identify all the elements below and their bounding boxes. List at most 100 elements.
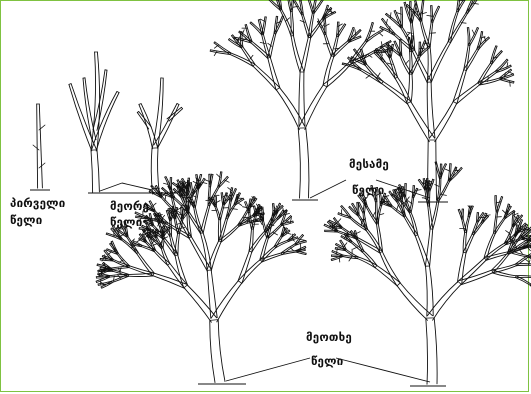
tree-year2-b-branch-tip: [137, 112, 138, 113]
tree-year4-a-branch-tip: [282, 205, 283, 206]
label-year3-line1: მესამე: [349, 158, 389, 171]
tree-year4-b-branch-bud: [397, 205, 399, 210]
tree-year4-b-branch-tip: [521, 220, 522, 221]
tree-year3-b-branch-edge: [470, 28, 479, 46]
tree-year4-a-branch-tip: [159, 213, 160, 214]
tree-year3-b-branch-edge: [431, 43, 451, 83]
tree-year2-b-branch-tip: [181, 107, 182, 108]
tree-year4-a-branch-tip: [173, 189, 174, 190]
tree-year4-a-branch-tip: [177, 184, 178, 185]
tree-year4-a-branch-edge: [253, 215, 256, 229]
tree-year4-b-branch-edge: [472, 222, 481, 234]
tree-year4-b-branch-edge: [428, 191, 429, 206]
tree-year3-b-branch-tip: [394, 10, 395, 11]
tree-year4-a-branch-tip: [96, 281, 97, 282]
tree-year4-a-branch-bud: [137, 239, 141, 242]
tree-year4-b-branch-tip: [399, 185, 400, 186]
tree-year4-b-branch-edge: [377, 266, 400, 283]
tree-year3-b-branch-edge: [420, 21, 428, 47]
tree-year4-a-branch-edge: [189, 238, 207, 271]
tree-year3-b-branch-bud: [472, 30, 474, 35]
tree-year4-a-branch-tip: [149, 190, 150, 191]
tree-year3-b-branch-edge: [500, 78, 514, 82]
tree-year4-a-branch-tip: [239, 193, 240, 194]
tree-year2-b-branch-edge: [158, 148, 160, 194]
tree-year4-a-branch-tip: [110, 243, 111, 244]
tree-year3-b-branch-edge: [496, 66, 511, 72]
tree-year4-a-branch-tip: [102, 255, 103, 256]
tree-year4-b-branch-tip: [397, 283, 400, 286]
tree-year4-a-branch-tip: [189, 237, 191, 238]
tree-year4-b-branch-tip: [341, 206, 342, 207]
tree-year4-a-branch-tip: [149, 201, 150, 202]
tree-year4-b-branch-tip: [375, 266, 377, 268]
tree-year4-b-branch-edge: [466, 233, 467, 253]
tree-year3-b-branch-edge: [411, 102, 435, 139]
label-year2-line2: წელი: [110, 216, 142, 229]
tree-year4-a-branch-edge: [210, 320, 215, 382]
tree-year4-b-branch-edge: [397, 286, 427, 321]
tree-year4-a-branch-edge: [218, 320, 225, 382]
tree-year4-a-branch-edge: [137, 254, 153, 276]
label-year2-line1: მეორე: [110, 200, 149, 213]
tree-year3-a-branch-tip: [239, 31, 240, 32]
label-year4-line1: მეოთხე: [306, 331, 352, 344]
tree-year3-b-branch-edge: [466, 45, 470, 70]
tree-year4-b-branch-edge: [325, 232, 338, 233]
tree-year4-a-branch-tip: [104, 250, 105, 251]
tree-year2-a-branch-edge: [97, 150, 99, 192]
tree-year3-b-branch-bud: [384, 46, 389, 48]
tree-year4-a-branch-tip: [165, 177, 166, 178]
tree-year4-a-branch-tip: [139, 238, 140, 239]
tree-year4-a-branch-tip: [143, 221, 144, 222]
label-year3-line2: წელი: [352, 184, 384, 197]
tree-year3-b-branch-tip: [351, 57, 352, 58]
tree-year3-b-branch-tip: [478, 83, 480, 85]
tree-year4-a-branch-edge: [252, 229, 253, 252]
tree-year4-b-branch-edge: [364, 251, 377, 266]
tree-year3-a-branch-edge: [338, 22, 339, 36]
tree-year3-a-branch-tip: [250, 22, 251, 23]
tree-year2-a-branch-tip: [69, 84, 71, 85]
tree-year4-b-branch-tip: [334, 218, 335, 219]
tree-year3-b-branch-edge: [431, 82, 435, 138]
tree-year4-a-branch-edge: [242, 262, 263, 284]
tree-year4-a-branch-tip: [175, 255, 178, 256]
tree-year2-b-branch-edge: [141, 104, 157, 148]
tree-year4-b-branch-bud: [406, 197, 409, 201]
tree-year3-a-branch-edge: [300, 37, 308, 71]
tree-year4-a-branch-edge: [187, 285, 216, 318]
tree-year2-a-branch-edge: [91, 150, 93, 192]
tree-year3-a-branch-tip: [232, 35, 233, 36]
tree-year4-a-branch-bud: [260, 214, 261, 219]
tree-year4-b-branch-tip: [522, 215, 523, 216]
tree-year4-a-branch-edge: [221, 220, 222, 242]
tree-year3-a-branch-bud: [300, 21, 305, 23]
tree-year3-a-branch-edge: [305, 87, 327, 130]
tree-year4-b-branch-tip: [514, 210, 515, 211]
tree-year4-b-branch-edge: [462, 219, 465, 233]
tree-year3-b-branch-bud: [377, 73, 380, 77]
tree-year4-b-branch-tip: [445, 164, 446, 165]
tree-year2-b-branch-tip: [139, 104, 141, 105]
tree-year4-a-branch-tip: [286, 228, 287, 229]
tree-year4-b-branch-bud: [338, 219, 341, 223]
tree-year3-b-branch-edge: [448, 11, 457, 42]
tree-year4-a-branch-edge: [170, 263, 188, 285]
tree-year3-a-branch-tip: [372, 22, 373, 23]
tree-year3-a-branch-tip: [323, 85, 327, 87]
tree-year3-b-branch-edge: [454, 83, 478, 101]
tree-year4-a-branch-tip: [177, 180, 178, 181]
tree-year4-a-branch-tip: [210, 320, 218, 321]
tree-year4-b-branch-edge: [430, 229, 433, 266]
tree-year4-a-branch-edge: [217, 283, 242, 322]
tree-year4-a-branch-edge: [210, 187, 211, 206]
tree-year3-a-branch-edge: [282, 10, 294, 36]
tree-year1-branch-edge: [39, 104, 42, 188]
tree-year4-a-branch-edge: [128, 273, 153, 275]
tree-year2-a-branch-edge: [97, 52, 100, 150]
tree-year4-b-branch-edge: [426, 318, 428, 384]
tree-year3-b-branch-edge: [401, 28, 413, 52]
tree-year4-b-branch-edge: [341, 206, 350, 218]
tree-year4-a-branch-tip: [168, 186, 169, 187]
